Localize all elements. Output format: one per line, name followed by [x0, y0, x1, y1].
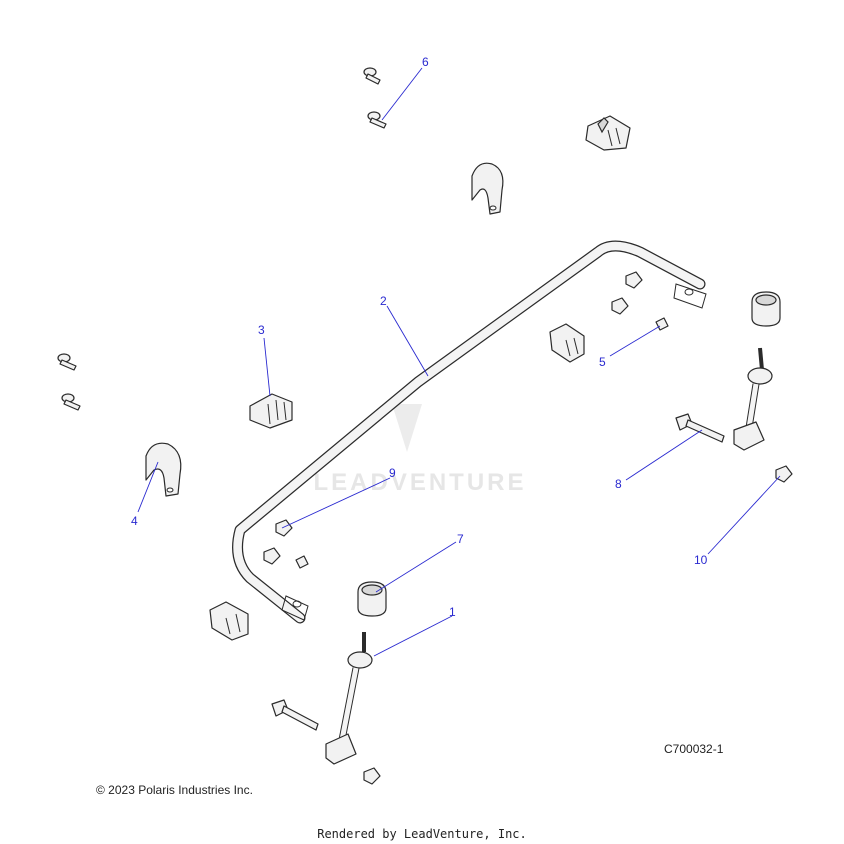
- callout-6: 6: [422, 55, 429, 69]
- washer-5: [655, 317, 669, 331]
- watermark-text: LEADVENTURE: [313, 469, 526, 496]
- grommet-upper-right: [751, 291, 781, 327]
- nut-upper-right: [625, 271, 643, 289]
- nut-9: [275, 519, 293, 537]
- leader-9: [281, 477, 391, 529]
- leader-7: [375, 541, 457, 593]
- leader-6: [381, 67, 423, 121]
- bolt-6-lower: [367, 111, 387, 129]
- washer-lower-left: [295, 555, 309, 569]
- leadventure-watermark: LEADVENTURE: [313, 404, 526, 496]
- drawing-code: C700032-1: [664, 742, 724, 756]
- callout-1: 1: [449, 605, 456, 619]
- callout-8: 8: [615, 477, 622, 491]
- bushing-3: [249, 393, 293, 429]
- callout-10: 10: [694, 553, 708, 567]
- copyright-notice: © 2023 Polaris Industries Inc.: [96, 783, 253, 797]
- watermark-logo: [392, 404, 422, 452]
- clamp-upper: [471, 162, 504, 215]
- callout-7: 7: [457, 532, 464, 546]
- bolt-8: [675, 413, 725, 443]
- bolt-left-upper: [57, 353, 77, 371]
- callout-5: 5: [599, 355, 606, 369]
- nut-lower-left: [263, 547, 281, 565]
- callout-9: 9: [389, 466, 396, 480]
- clamp-4: [145, 442, 182, 497]
- nut-bottom: [363, 767, 381, 785]
- bushing-lower-left: [209, 601, 249, 641]
- nut-10: [775, 465, 793, 483]
- bolt-left-lower: [61, 393, 81, 411]
- leader-5: [609, 325, 661, 357]
- rendered-by-footer: Rendered by LeadVenture, Inc.: [317, 827, 527, 841]
- nut-mid-right: [611, 297, 629, 315]
- grommet-7: [357, 581, 387, 617]
- leader-2: [386, 305, 429, 377]
- stabilizer-link-left: [325, 632, 373, 765]
- bushing-mid: [549, 323, 585, 363]
- callout-4: 4: [131, 514, 138, 528]
- stabilizer-link-right: [733, 347, 773, 451]
- bushing-upper: [585, 115, 631, 151]
- leader-1: [373, 615, 453, 657]
- leader-8: [625, 429, 703, 481]
- callout-3: 3: [258, 323, 265, 337]
- bolt-lower-left: [271, 699, 319, 731]
- stabilizer-bar: [232, 240, 707, 624]
- callouts: 1 2 3 4 5 6 7 8 9 10: [131, 55, 781, 657]
- callout-2: 2: [380, 294, 387, 308]
- leader-3: [263, 337, 271, 397]
- bolt-6-upper: [363, 67, 381, 85]
- leader-4: [137, 461, 159, 513]
- leader-10: [707, 475, 781, 555]
